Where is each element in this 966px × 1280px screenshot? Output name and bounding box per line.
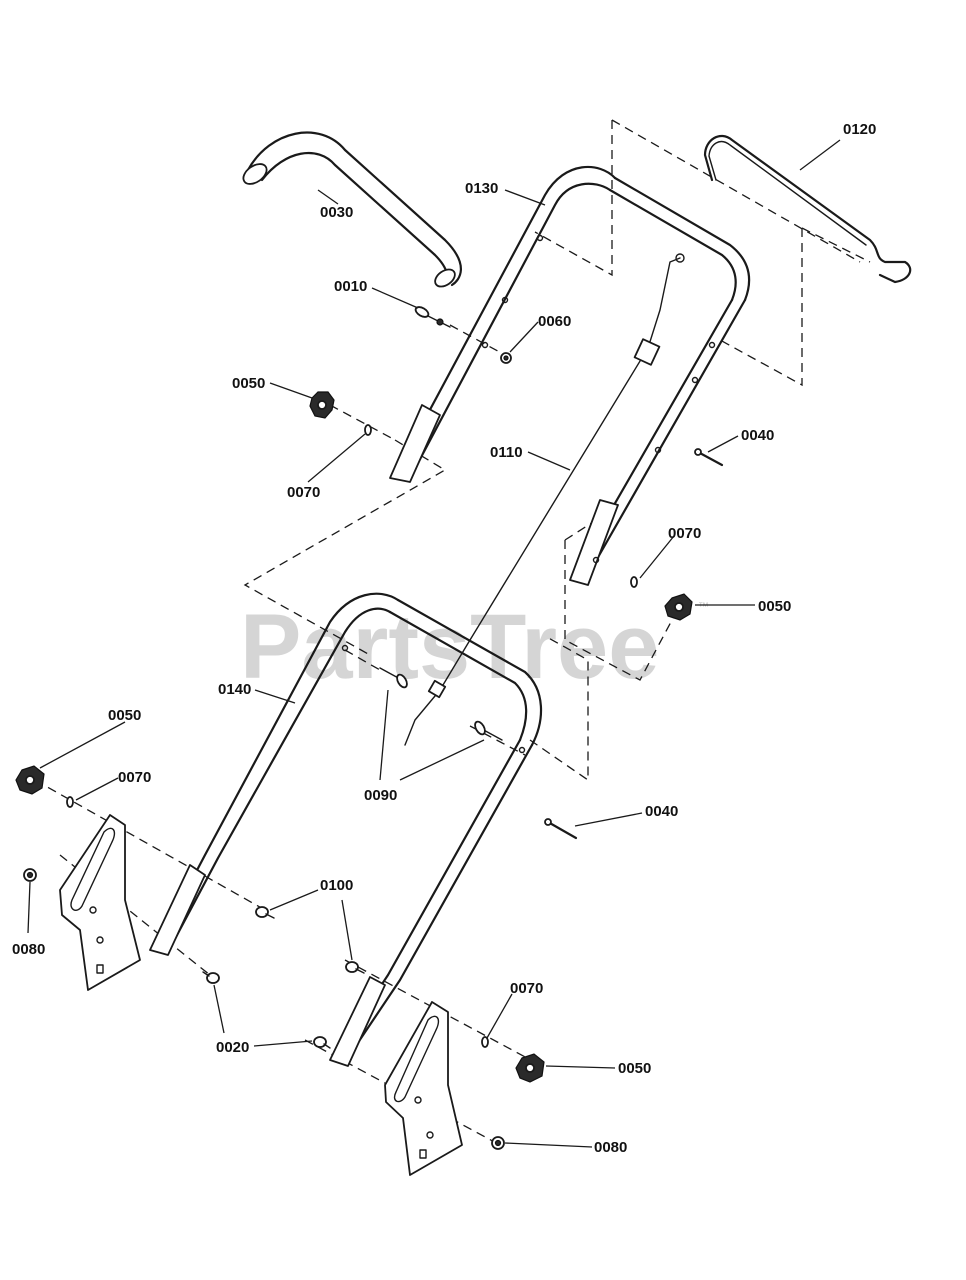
washer-0070-d [481, 1036, 489, 1048]
nut-0080-a [23, 868, 37, 882]
upper-handle-0130 [389, 165, 751, 586]
callout-0070-d: 0070 [510, 980, 543, 997]
callout-0040-b: 0040 [645, 803, 678, 820]
callout-0050-b: 0050 [758, 598, 791, 615]
washer-0070-b [630, 576, 638, 588]
knob-0050-a [309, 391, 335, 419]
callout-0120: 0120 [843, 121, 876, 138]
bolt-0010 [414, 306, 451, 328]
grip-handle-0030 [242, 131, 462, 288]
callout-0140: 0140 [218, 681, 251, 698]
callout-0110: 0110 [490, 444, 523, 461]
callout-0050-c: 0050 [108, 707, 141, 724]
nut-0060 [500, 352, 512, 364]
knob-0050-b [664, 593, 693, 621]
knob-0050-d [515, 1053, 545, 1083]
control-cable-0110 [404, 253, 685, 746]
callout-0040-a: 0040 [741, 427, 774, 444]
washer-0070-a [364, 424, 372, 436]
callout-labels: 0120 0130 0030 0010 0060 0050 0070 0110 … [12, 121, 876, 1156]
callout-0080-b: 0080 [594, 1139, 627, 1156]
callout-0100: 0100 [320, 877, 353, 894]
pins-0090 [379, 667, 503, 741]
rod-0040-upper [694, 448, 724, 467]
callout-0070-a: 0070 [287, 484, 320, 501]
bracket-left [59, 814, 141, 991]
washer-0070-c [66, 796, 74, 808]
callout-0070-c: 0070 [118, 769, 151, 786]
bolt-0100-b [345, 961, 365, 974]
rod-0040-lower [544, 818, 578, 840]
lower-handle-0140 [149, 592, 543, 1067]
callout-0020: 0020 [216, 1039, 249, 1056]
bolt-0020-a [202, 971, 220, 984]
bolt-0020-b [313, 1036, 331, 1049]
callout-0050-d: 0050 [618, 1060, 651, 1077]
callout-0070-b: 0070 [668, 525, 701, 542]
bolt-0100-a [255, 906, 275, 919]
watermark-trademark: ™ [698, 601, 709, 613]
callout-0060: 0060 [538, 313, 571, 330]
callout-0080-a: 0080 [12, 941, 45, 958]
callout-0030: 0030 [320, 204, 353, 221]
callout-0010: 0010 [334, 278, 367, 295]
knob-0050-c [15, 765, 45, 795]
control-bail-0120 [703, 134, 912, 284]
callout-0130: 0130 [465, 180, 498, 197]
leader-lines [27, 139, 841, 1148]
nut-0080-b [491, 1136, 505, 1150]
callout-0050-a: 0050 [232, 375, 265, 392]
callout-0090: 0090 [364, 787, 397, 804]
bracket-right [384, 1001, 463, 1176]
